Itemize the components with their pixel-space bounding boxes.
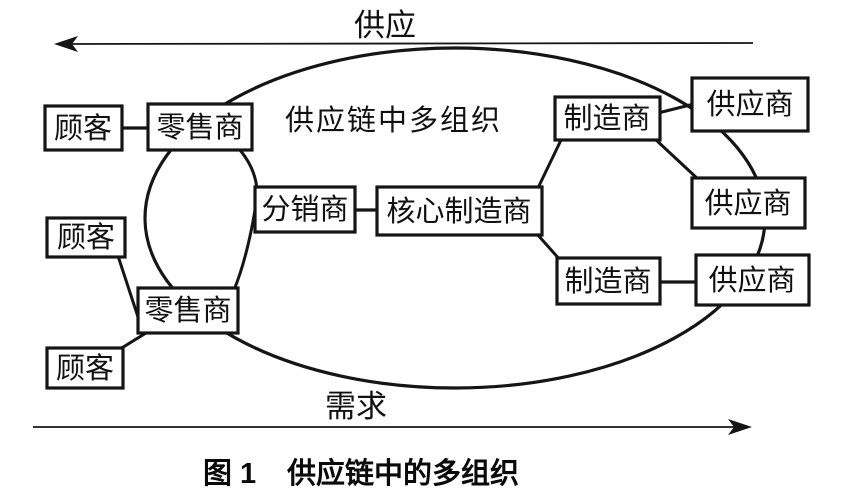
supplier-bottom-label: 供应商 [708,264,795,297]
node-retailer-top: 零售商 [146,102,254,152]
connector-retailer-bottom-customer-bottom [119,331,147,351]
supply-arrow-head-icon [54,36,78,52]
node-manufacturer-top: 制造商 [553,95,662,142]
retailer-bottom-label: 零售商 [144,294,231,327]
node-core-manufacturer: 核心制造商 [375,185,544,237]
node-retailer-bottom: 零售商 [136,286,240,335]
manufacturer-top-label: 制造商 [563,102,650,135]
customer-top-label: 顾客 [54,112,112,145]
demand-label: 需求 [325,389,387,424]
node-customer-mid: 顾客 [45,216,127,259]
distributor-label: 分销商 [261,193,348,226]
connector-customer-mid-retailer-bottom [116,255,141,321]
supplier-bottom-box [694,253,811,307]
node-supplier-bottom: 供应商 [694,253,811,307]
node-supplier-top: 供应商 [690,76,810,133]
caption-prefix: 图 1 [203,458,256,490]
node-customer-bottom: 顾客 [45,346,125,390]
customer-mid-box [45,216,127,259]
manufacturer-bottom-label: 制造商 [564,265,651,298]
supply-arrow-line [63,42,754,45]
retailer-bottom-box [136,286,240,335]
supplier-mid-box [690,176,807,230]
demand-arrow-head-icon [728,419,752,435]
supply-label: 供应 [354,8,416,43]
customer-bottom-box [45,346,125,390]
connector-manufacturer-top-supplier-top [657,102,695,115]
supplier-top-box [690,76,810,133]
customer-mid-label: 顾客 [57,221,115,254]
node-supplier-mid: 供应商 [690,176,807,230]
core-manufacturer-box [375,185,544,237]
connector-core-manufacturer-manufacturer-top [535,137,564,191]
demand-arrow: 需求 [33,389,752,435]
retailer-top-box [146,102,254,152]
manufacturer-top-box [553,95,662,142]
core-manufacturer-label: 核心制造商 [386,195,531,228]
supplier-top-label: 供应商 [706,88,793,121]
customer-top-box [43,104,124,152]
supplier-mid-label: 供应商 [704,187,791,220]
node-manufacturer-bottom: 制造商 [555,256,662,306]
figure-caption: 图 1 供应链中的多组织 [203,456,519,490]
caption-title: 供应链中的多组织 [286,456,519,490]
connector-manufacturer-top-supplier-mid [653,137,701,182]
inner-ellipse-label: 供应链中多组织 [285,104,502,137]
retailer-top-label: 零售商 [156,111,243,144]
manufacturer-bottom-box [555,256,662,306]
customer-bottom-label: 顾客 [56,352,114,385]
supply-arrow: 供应 [54,8,754,52]
node-customer-top: 顾客 [43,104,124,152]
distributor-box [253,185,357,234]
node-distributor: 分销商 [253,185,357,234]
